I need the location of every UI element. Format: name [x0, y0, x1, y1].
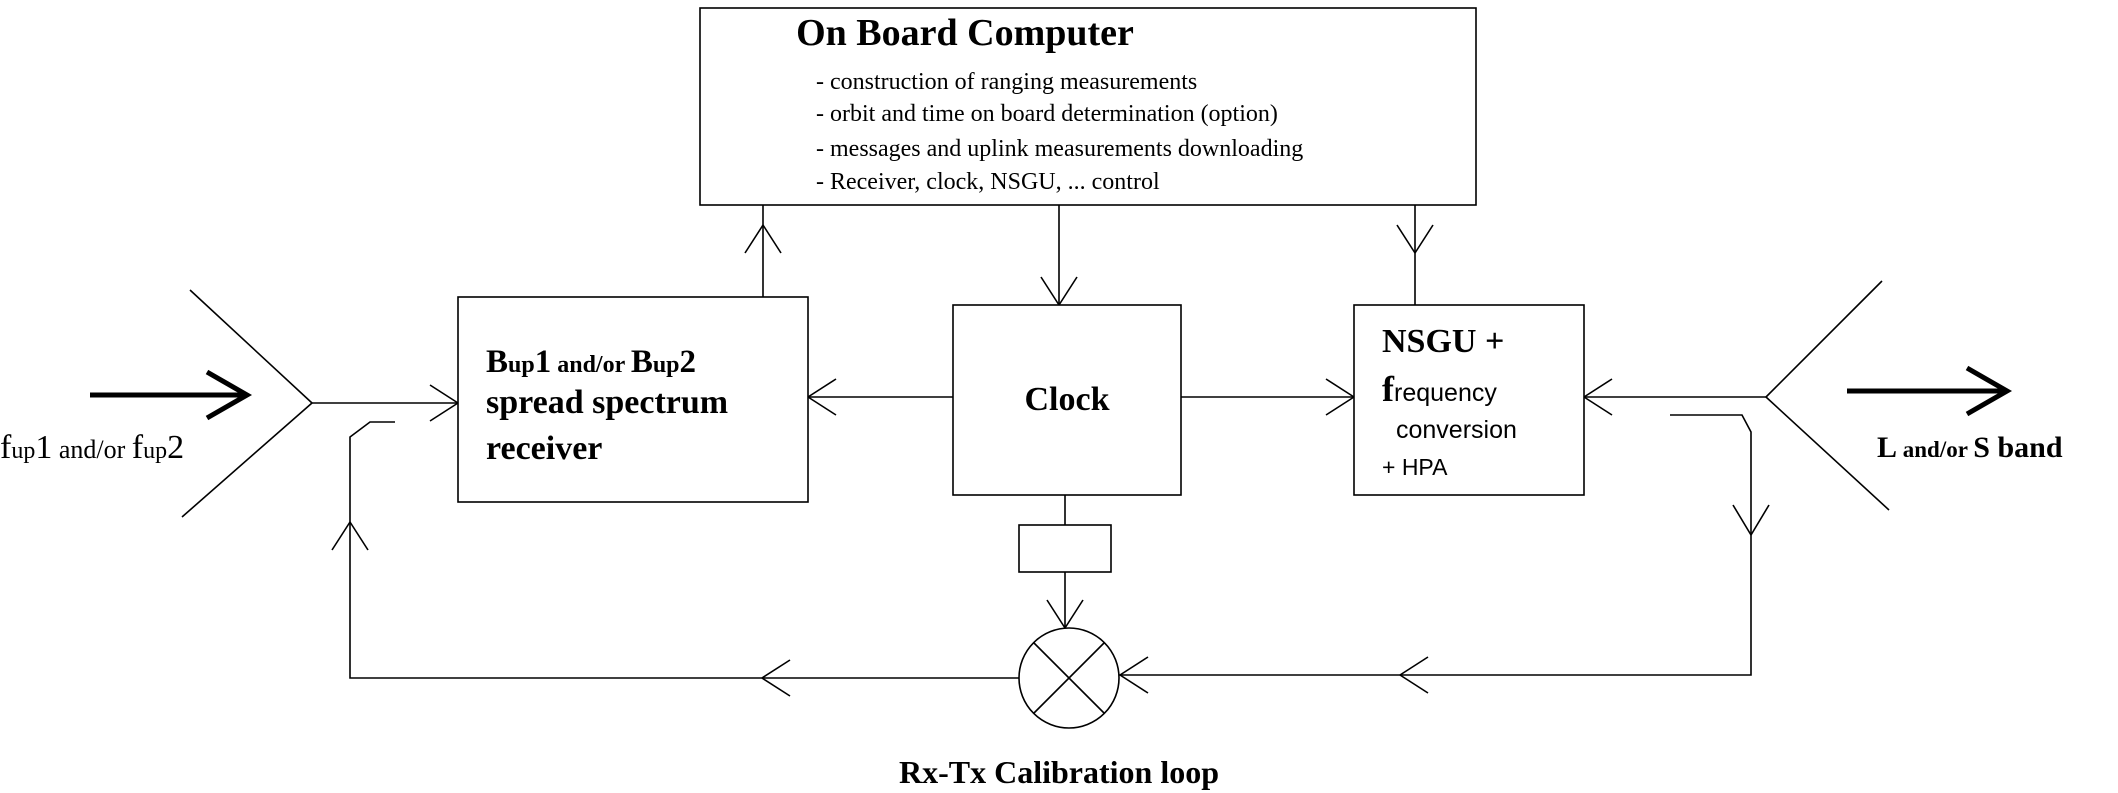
on-board-computer-box: [699, 7, 1477, 206]
left-antenna-icon: [181, 289, 459, 518]
nsgu-line-2: frequency: [1382, 369, 1497, 409]
obc-title: On Board Computer: [796, 12, 1134, 54]
obc-line-4: - Receiver, clock, NSGU, ... control: [816, 169, 1160, 195]
filter-box: [1018, 524, 1112, 573]
obc-line-3: - messages and uplink measurements downl…: [816, 136, 1304, 162]
receiver-line-2: spread spectrum: [486, 384, 729, 421]
output-arrow-icon: [1847, 365, 2013, 417]
input-arrow-icon: [90, 369, 253, 421]
receiver-title: Bup1 and/or Bup2: [486, 344, 697, 380]
nsgu-line-4: + HPA: [1382, 454, 1448, 480]
receiver-box: [457, 296, 809, 503]
diagram-caption: Rx-Tx Calibration loop: [898, 754, 1220, 790]
input-label: fup1 and/or fup2: [0, 429, 185, 466]
obc-line-1: - construction of ranging measurements: [816, 69, 1198, 95]
output-label: L and/or S band: [1877, 431, 2063, 464]
nsgu-line-1: NSGU +: [1382, 323, 1505, 360]
obc-line-2: - orbit and time on board determination …: [816, 101, 1278, 127]
nsgu-box: [1353, 304, 1585, 496]
receiver-line-3: receiver: [486, 430, 603, 467]
clock-label: Clock: [1024, 381, 1110, 418]
clock-box: [952, 304, 1182, 496]
nsgu-line-3: conversion: [1396, 416, 1517, 444]
right-antenna-icon: [1583, 280, 1890, 511]
